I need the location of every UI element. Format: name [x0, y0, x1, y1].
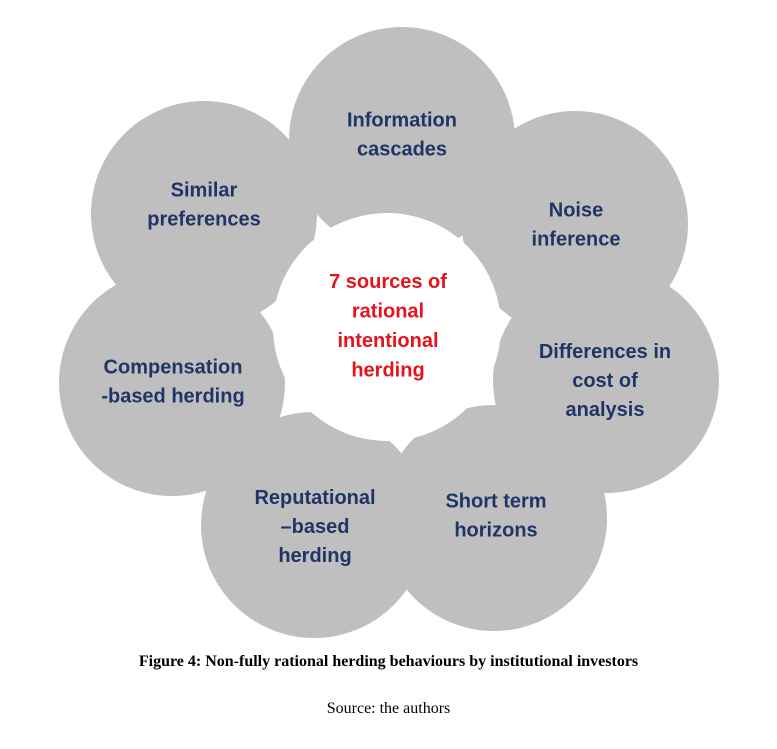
center-title-line: intentional	[337, 330, 438, 352]
petal-circles	[59, 27, 719, 638]
petal-circle-information-cascades	[289, 27, 515, 253]
petal-label-short-term-horizons: Short term horizons	[445, 491, 546, 542]
petal-label-line: –based	[281, 516, 350, 538]
center-title-line: herding	[351, 359, 424, 381]
center-circle	[273, 213, 501, 441]
center-hole	[273, 213, 501, 441]
petal-label-line: cascades	[357, 139, 447, 161]
petal-label-line: Reputational	[254, 487, 375, 509]
figure-source: Source: the authors	[326, 700, 451, 717]
petal-label-line: Short term	[445, 491, 546, 513]
petal-label-differences-in-cost-of-analysis: Differences in cost of analysis	[539, 341, 671, 421]
petal-label-compensation-based-herding: Compensation -based herding	[101, 357, 244, 408]
figure-caption: Figure 4: Non-fully rational herding beh…	[138, 653, 639, 670]
center-title: 7 sources of rational intentional herding	[329, 271, 447, 382]
petal-label-line: Differences in	[539, 341, 671, 363]
petal-label-line: horizons	[454, 520, 537, 542]
center-title-line: rational	[352, 300, 424, 322]
center-title-line: 7 sources of	[329, 271, 447, 293]
petal-label-noise-inference: Noise inference	[532, 200, 621, 251]
petal-label-line: Similar	[171, 180, 238, 202]
petal-label-line: analysis	[566, 399, 645, 421]
petal-label-line: preferences	[147, 209, 260, 231]
petal-label-line: Compensation	[104, 357, 243, 379]
petal-label-line: inference	[532, 229, 621, 251]
petal-label-line: -based herding	[101, 386, 244, 408]
petal-label-information-cascades: Information cascades	[347, 110, 457, 161]
petal-label-line: Information	[347, 110, 457, 132]
petal-circle-short-term-horizons	[381, 405, 607, 631]
petal-circle-compensation-based-herding	[59, 270, 285, 496]
petal-label-line: herding	[278, 545, 351, 567]
petal-circle-similar-preferences	[91, 101, 317, 327]
petal-label-similar-preferences: Similar preferences	[147, 180, 260, 231]
petal-label-reputational-based-herding: Reputational –based herding	[254, 487, 375, 567]
petal-label-line: Noise	[549, 200, 603, 222]
petal-label-line: cost of	[572, 370, 638, 392]
center-label: 7 sources of rational intentional herding	[329, 271, 447, 382]
petal-circle-reputational-based-herding	[201, 412, 427, 638]
